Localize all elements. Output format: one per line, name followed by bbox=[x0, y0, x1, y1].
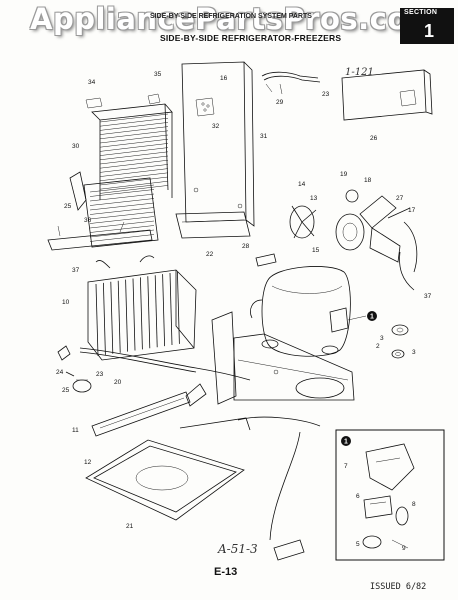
callout-17: 17 bbox=[408, 207, 416, 214]
clip-25 bbox=[65, 371, 75, 377]
callout-5: 5 bbox=[356, 541, 360, 548]
callout-16: 16 bbox=[220, 75, 228, 82]
callout-34: 34 bbox=[88, 79, 96, 86]
page-title: SIDE-BY-SIDE REFRIGERATOR-FREEZERS bbox=[160, 33, 342, 43]
callout-10: 10 bbox=[62, 299, 70, 306]
back-panel bbox=[181, 61, 255, 227]
callout-37: 37 bbox=[424, 293, 432, 300]
callout-23: 23 bbox=[322, 91, 330, 98]
callout-6: 6 bbox=[356, 493, 360, 500]
compressor bbox=[250, 266, 351, 357]
grommet-group bbox=[391, 324, 409, 359]
callout-12: 12 bbox=[84, 459, 92, 466]
callout-7: 7 bbox=[344, 463, 348, 470]
watermark-banner: AppliancePartsPros.com bbox=[0, 0, 458, 44]
inset-marker-main bbox=[367, 311, 377, 321]
callout-25: 25 bbox=[64, 203, 72, 210]
power-cord bbox=[269, 431, 305, 561]
callout-36: 36 bbox=[84, 217, 92, 224]
drain-tray-22 bbox=[175, 211, 251, 239]
callout-13: 13 bbox=[310, 195, 318, 202]
inset-marker-leader bbox=[347, 315, 367, 321]
shroud-clip-28 bbox=[255, 253, 277, 267]
callout-8: 8 bbox=[412, 501, 416, 508]
tube-23-lower-b bbox=[79, 351, 197, 373]
header-line: SIDE-BY-SIDE REFRIGERATION SYSTEM PARTS bbox=[150, 13, 312, 20]
callout-3: 3 bbox=[412, 349, 416, 356]
callout-24: 24 bbox=[56, 369, 64, 376]
wire-harness-b bbox=[237, 416, 321, 427]
callout-31: 31 bbox=[260, 133, 268, 140]
callout-29: 29 bbox=[276, 99, 284, 106]
callout-26: 26 bbox=[370, 135, 378, 142]
callout-37: 37 bbox=[72, 267, 80, 274]
tube-clip bbox=[265, 83, 283, 95]
callout-14: 14 bbox=[298, 181, 306, 188]
fan-motor-assembly bbox=[289, 189, 418, 291]
callout-19: 19 bbox=[340, 171, 348, 178]
callout-27: 27 bbox=[396, 195, 404, 202]
callout-25: 25 bbox=[62, 387, 70, 394]
inset-marker-box-label: 1 bbox=[344, 439, 348, 446]
diagram-code: A-51-3 bbox=[218, 542, 258, 556]
callout-22: 22 bbox=[206, 251, 214, 258]
capacitor-20 bbox=[72, 379, 92, 393]
callout-2: 2 bbox=[376, 343, 380, 350]
section-number: 1 bbox=[424, 21, 435, 41]
condenser-assembly bbox=[47, 93, 173, 251]
handwritten-code: 1-121 bbox=[345, 67, 374, 78]
callout-21: 21 bbox=[126, 523, 134, 530]
base-frame bbox=[211, 311, 355, 405]
callout-23: 23 bbox=[96, 371, 104, 378]
condenser-coil-10 bbox=[87, 255, 197, 361]
callout-15: 15 bbox=[312, 247, 320, 254]
inset-detail-box: 1 bbox=[335, 429, 445, 561]
clip-24 bbox=[57, 345, 71, 361]
section-label: SECTION bbox=[404, 9, 438, 16]
callout-32: 32 bbox=[212, 123, 220, 130]
callout-3: 3 bbox=[380, 335, 384, 342]
tube-29-outline bbox=[263, 75, 321, 83]
callout-35: 35 bbox=[154, 71, 162, 78]
callout-9: 9 bbox=[402, 545, 406, 552]
tube-23-lower bbox=[79, 347, 251, 381]
callout-28: 28 bbox=[242, 243, 250, 250]
page-number: E-13 bbox=[214, 566, 238, 578]
inset-marker-main-label: 1 bbox=[370, 314, 374, 321]
callout-18: 18 bbox=[364, 177, 372, 184]
rail-11 bbox=[91, 391, 191, 437]
watermark-text: AppliancePartsPros.com bbox=[30, 2, 439, 36]
tube-29 bbox=[261, 71, 319, 79]
control-box-26 bbox=[341, 69, 433, 121]
section-tab: SECTION 1 bbox=[400, 8, 454, 44]
drain-pan-21 bbox=[85, 439, 245, 521]
callout-20: 20 bbox=[114, 379, 122, 386]
callout-30: 30 bbox=[72, 143, 80, 150]
callout-11: 11 bbox=[72, 427, 79, 434]
issued-date: ISSUED 6/82 bbox=[370, 582, 427, 592]
